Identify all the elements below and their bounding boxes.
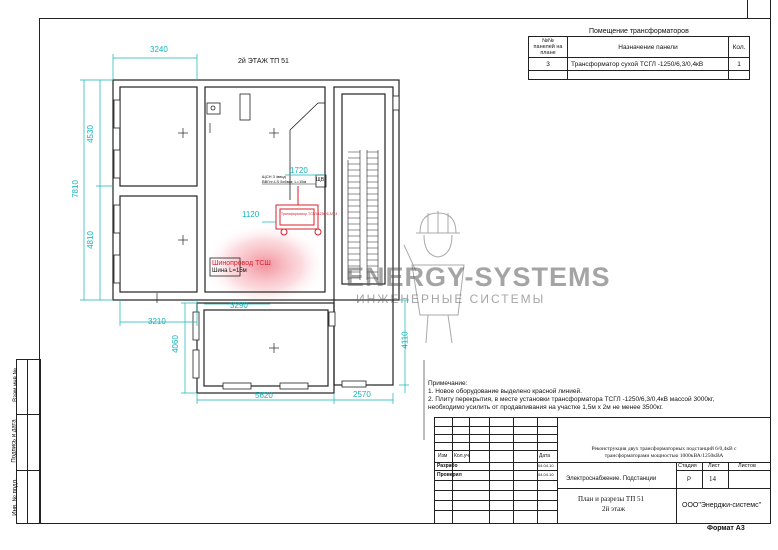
table-cell-num: 3 xyxy=(528,57,568,71)
sheet-frame xyxy=(39,18,771,524)
format-label: Формат А3 xyxy=(707,525,745,532)
note-item: 2. Плиту перекрытия, в месте установки т… xyxy=(428,396,715,403)
table-cell-purpose: Трансформатор сухой ТСГЛ -1250/6,3/0,4кВ xyxy=(567,57,729,71)
table-header-qty: Кол. xyxy=(728,36,750,58)
table-cell-qty: 1 xyxy=(728,57,750,71)
notes-title: Примечание: xyxy=(428,380,468,387)
corner-box xyxy=(747,0,771,19)
dim-inner-1720: 1720 xyxy=(290,166,308,175)
cable-note-label: Шина L=15м xyxy=(212,268,247,274)
dim-top-width: 3240 xyxy=(150,45,168,54)
stage-label: Стадия xyxy=(678,463,697,469)
dim-mid-bottom: 3290 xyxy=(230,301,248,310)
company-name: ООО"Энерджи-системс" xyxy=(682,502,762,509)
note-item: необходимо усилить от продавливания на у… xyxy=(428,404,663,411)
dev-label: Разрабо xyxy=(437,463,458,469)
transformer-label: Трансформатор ТСГЛ-1250/6,3/0,4 xyxy=(281,212,338,216)
dim-lower-left: 4060 xyxy=(170,335,180,353)
dim-bottom-right: 2570 xyxy=(353,390,371,399)
col-kol: Кол.уч xyxy=(454,453,469,459)
check-date: 04.04.10 xyxy=(538,472,554,477)
section-name: Электроснабжение. Подстанции xyxy=(566,476,657,482)
dim-inner-1120: 1120 xyxy=(242,210,260,219)
note-item: 1. Новое оборудование выделено красной л… xyxy=(428,388,582,395)
dim-bottom-total: 5620 xyxy=(255,391,273,400)
dev-date: 04.04.10 xyxy=(538,463,554,468)
notes-block: Примечание: 1. Новое оборудование выделе… xyxy=(428,380,714,412)
project-title: Реконструкция двух трансформаторных подс… xyxy=(591,446,737,459)
col-date: Дата xyxy=(539,453,551,459)
sheet-title-2: 2й этаж xyxy=(602,505,626,513)
watermark-brand: ENERGY-SYSTEMS xyxy=(346,262,611,292)
sheet-title-1: План и разрезы ТП 51 xyxy=(578,495,645,503)
shield-box-label: ЩВ xyxy=(316,177,325,183)
stage-value: Р xyxy=(687,477,692,483)
plan-title: 2й ЭТАЖ ТП 51 xyxy=(238,58,289,65)
dim-left-total: 7810 xyxy=(70,180,80,198)
sheet-label: Лист xyxy=(708,463,720,469)
dim-left-lower: 4810 xyxy=(85,231,95,249)
title-block: Изм Кол.уч Дата Разрабо Проверил 04.04.1… xyxy=(434,417,771,524)
shield-label: ЩСН 3 /ввод xyxy=(262,174,286,179)
equipment-table: №№ панелей на плане Назначение панели Ко… xyxy=(528,36,750,80)
table-row: 3 Трансформатор сухой ТСГЛ -1250/6,3/0,4… xyxy=(528,57,750,71)
table-header-num: №№ панелей на плане xyxy=(528,36,568,58)
sheets-label: Листов xyxy=(738,463,756,469)
side-stamp: Взам.инв № Подпись и дата Инв. № подл. xyxy=(12,359,41,524)
table-header-purpose: Назначение панели xyxy=(567,36,729,58)
dim-bottom-left: 3210 xyxy=(148,317,166,326)
check-label: Проверил xyxy=(437,472,462,478)
table-caption: Помещение трансформаторов xyxy=(589,28,689,35)
dim-left-upper: 4530 xyxy=(85,125,95,143)
watermark-worker-icon xyxy=(403,211,465,344)
col-izm: Изм xyxy=(438,453,448,459)
busbar-label: Шинопровод ТСШ xyxy=(212,260,271,267)
sheet-number: 14 xyxy=(709,475,716,483)
watermark-tagline: ИНЖЕНЕРНЫЕ СИСТЕМЫ xyxy=(356,292,546,306)
shield-cable-label: ВВГнг-LS 5х6мм; L=15м xyxy=(262,179,307,184)
